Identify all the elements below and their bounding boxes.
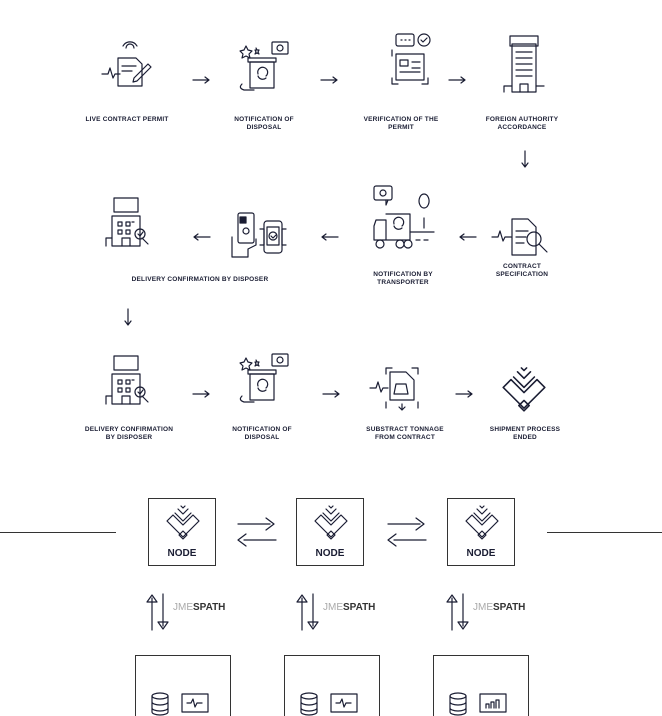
step-label: LIVE CONTRACT PERMIT [85,116,169,123]
arrow-left-icon [193,233,211,241]
bin-notification-icon [239,353,289,403]
step-label: VERIFICATION OF THE PERMIT [363,116,439,131]
step-label: NOTIFICATION BY TRANSPORTER [373,271,433,286]
step-label: CONTRACT SPECIFICATION [495,263,549,278]
disposer-building-icon [105,197,149,247]
node-label: NODE [167,548,197,559]
arrow-left-icon [321,233,339,241]
arrow-left-icon [459,233,477,241]
arrow-right-icon [455,390,473,398]
database-icon [151,692,169,716]
logo-icon [166,505,200,540]
phones-confirmation-icon [231,212,287,258]
step-label: FOREIGN AUTHORITY ACCORDANCE [485,116,559,131]
bar-chart-monitor-icon [479,693,507,713]
jmespath-logo: JMESPATH [473,602,526,613]
jmespath-logo: JMESPATH [323,602,376,613]
step-label: NOTIFICATION OF DISPOSAL [232,426,292,441]
arrow-right-icon [320,76,338,84]
arrow-down-icon [124,308,132,326]
connector-line [0,532,116,533]
step-label: DELIVERY CONFIRMATION BY DISPOSER [84,426,174,441]
node-box: NODE [447,498,515,566]
arrow-right-icon [448,76,466,84]
up-down-arrow-icon [146,593,169,631]
bidirectional-arrow-icon [237,517,277,547]
step-label: SHIPMENT PROCESS ENDED [489,426,561,441]
system-box [433,655,529,716]
logo-icon [314,505,348,540]
monitor-icon [181,693,209,713]
connector-line [547,532,662,533]
node-box: NODE [296,498,364,566]
system-box [135,655,231,716]
arrow-right-icon [192,390,210,398]
arrow-right-icon [322,390,340,398]
node-label: NODE [315,548,345,559]
logo-icon [502,367,546,412]
arrow-right-icon [192,76,210,84]
system-box [284,655,380,716]
node-box: NODE [148,498,216,566]
monitor-icon [330,693,358,713]
permit-verification-icon [391,33,431,85]
up-down-arrow-icon [296,593,319,631]
database-icon [300,692,318,716]
up-down-arrow-icon [446,593,469,631]
authority-building-icon [503,35,545,93]
node-label: NODE [466,548,496,559]
jmespath-logo: JMESPATH [173,602,226,613]
bidirectional-arrow-icon [387,517,427,547]
arrow-down-icon [521,150,529,168]
contract-signing-icon [101,41,152,87]
contract-magnifier-icon [491,218,548,256]
step-label: DELIVERY CONFIRMATION BY DISPOSER [131,276,269,283]
logo-icon [465,505,499,540]
truck-icon [373,185,435,249]
database-icon [449,692,467,716]
weight-icon [369,367,419,411]
disposer-building-icon [105,355,149,405]
bin-notification-icon [239,41,289,91]
step-label: NOTIFICATION OF DISPOSAL [234,116,294,131]
step-label: SUBSTRACT TONNAGE FROM CONTRACT [366,426,444,441]
